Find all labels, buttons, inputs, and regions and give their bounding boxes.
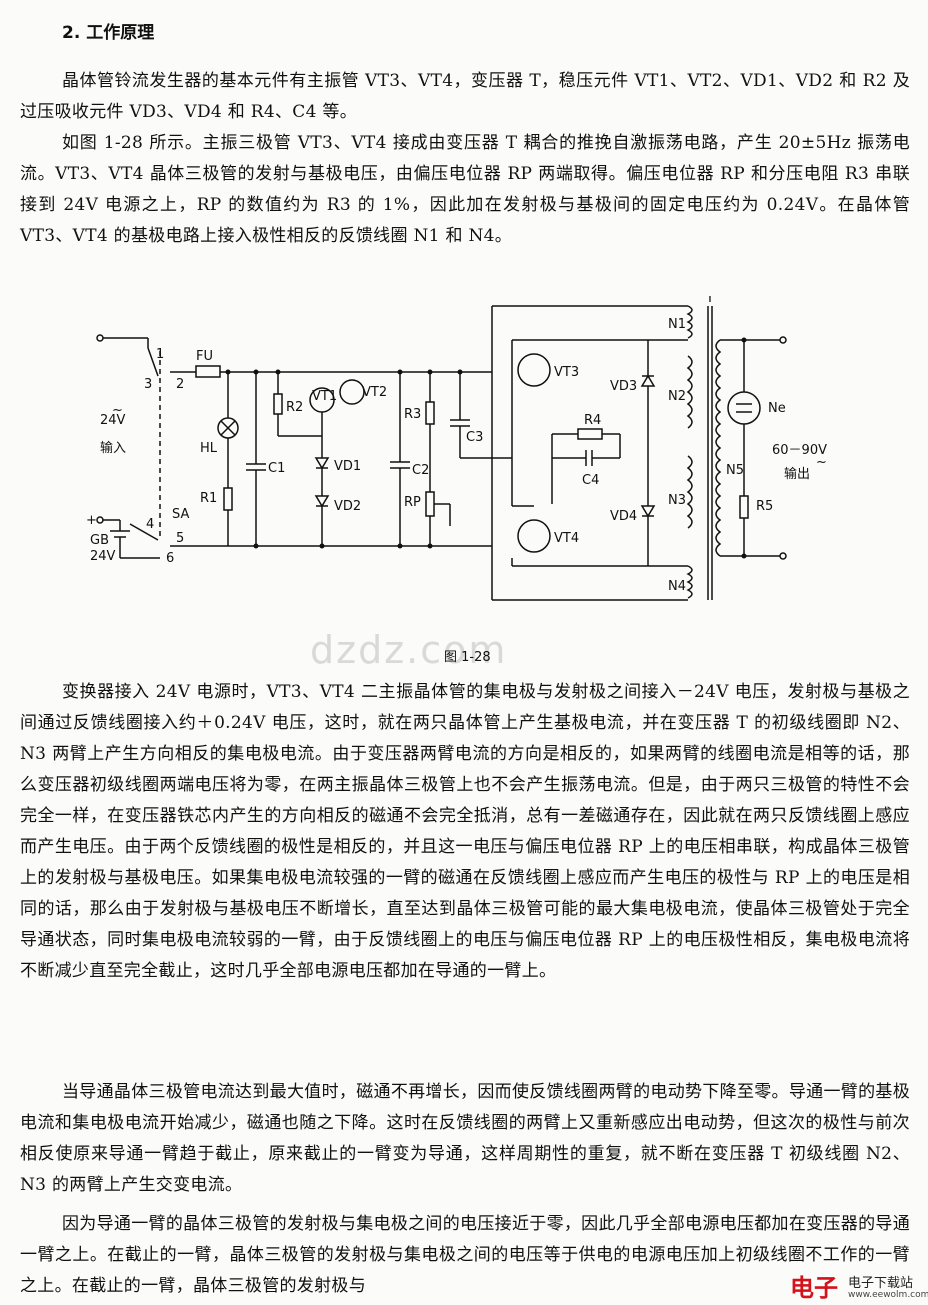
label-r1: R1 (200, 491, 217, 506)
label-c2: C2 (412, 463, 429, 478)
circuit-diagram-figure: 24V ~ 输入 + GB 24V 1 2 3 4 5 6 SA FU HL R… (86, 296, 827, 601)
label-gb-24v: 24V (90, 549, 116, 564)
label-output-voltage: 60－90V (772, 443, 827, 458)
label-c4: C4 (582, 473, 599, 488)
label-output: 输出 (784, 466, 810, 482)
label-n2: N2 (668, 389, 686, 404)
label-tilde-in: ~ (112, 403, 123, 418)
label-sw1: 1 (156, 347, 164, 362)
label-r2: R2 (286, 400, 303, 415)
logo-mark: 电子 (790, 1274, 838, 1302)
label-input: 输入 (100, 440, 126, 456)
label-vt1: VT1 (312, 389, 337, 404)
label-vt2: VT2 (362, 385, 387, 400)
paragraph-4: 当导通晶体三极管电流达到最大值时，磁通不再增长，因而使反馈线圈两臂的电动势下降至… (20, 1082, 910, 1195)
label-n5: N5 (726, 463, 744, 478)
label-vd2: VD2 (334, 499, 361, 514)
label-c3: C3 (466, 430, 483, 445)
label-sw3: 3 (144, 377, 152, 392)
label-ne: Ne (768, 401, 786, 416)
label-vd1: VD1 (334, 459, 361, 474)
label-vd4: VD4 (610, 509, 637, 524)
logo-url: www.eewolm.com (848, 1290, 928, 1300)
label-n1: N1 (668, 317, 686, 332)
label-vt3: VT3 (554, 365, 579, 380)
label-sa: SA (172, 507, 189, 522)
label-hl: HL (200, 441, 218, 456)
label-plus-in: + (86, 513, 97, 528)
watermark: dzdz.com (310, 628, 508, 672)
label-24v-input: 24V (100, 413, 126, 428)
label-n4: N4 (668, 579, 686, 594)
paragraph-2: 如图 1-28 所示。主振三极管 VT3、VT4 接成由变压器 T 耦合的推挽自… (20, 133, 910, 246)
label-vd3: VD3 (610, 379, 637, 394)
site-logo: 电子 电子下载站 www.eewolm.com (790, 1266, 928, 1304)
label-r4: R4 (584, 413, 601, 428)
paragraph-5: 因为导通一臂的晶体三极管的发射极与集电极之间的电压接近于零，因此几乎全部电源电压… (20, 1214, 910, 1296)
label-sw6: 6 (166, 551, 174, 566)
label-sw5: 5 (176, 531, 184, 546)
label-n3: N3 (668, 493, 686, 508)
paragraph-3: 变换器接入 24V 电源时，VT3、VT4 二主振晶体管的集电极与发射极之间接入… (20, 682, 910, 981)
label-gb: GB (90, 533, 109, 548)
label-tilde-out: ~ (816, 455, 827, 470)
figure-caption: 图 1-28 (444, 650, 491, 665)
label-c1: C1 (268, 461, 285, 476)
label-vt4: VT4 (554, 531, 579, 546)
logo-name: 电子下载站 (848, 1276, 914, 1291)
label-r5: R5 (756, 499, 773, 514)
label-sw2: 2 (176, 377, 184, 392)
label-fu: FU (196, 349, 213, 364)
label-rp: RP (404, 495, 421, 510)
section-heading: 2. 工作原理 (62, 23, 155, 43)
paragraph-1: 晶体管铃流发生器的基本元件有主振管 VT3、VT4，变压器 T，稳压元件 VT1… (20, 71, 910, 122)
label-r3: R3 (404, 407, 421, 422)
label-sw4: 4 (146, 517, 154, 532)
label-t: T (705, 296, 714, 306)
